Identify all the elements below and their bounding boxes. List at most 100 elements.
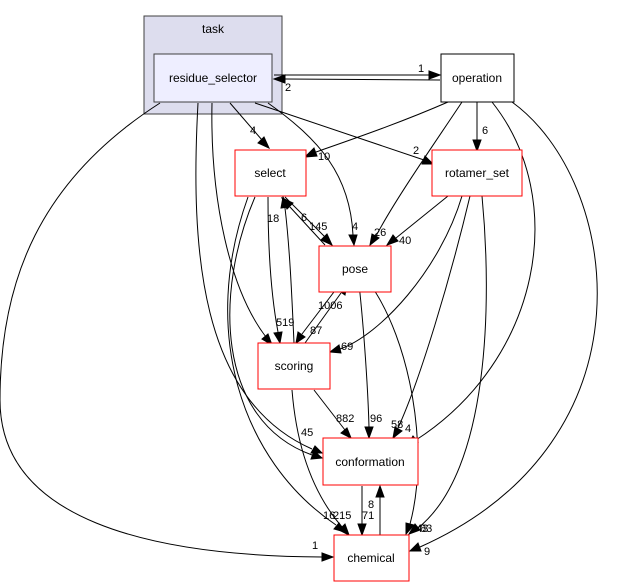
arrowhead-operation-chemical [408, 542, 422, 552]
node-pose-box [318, 245, 392, 293]
edge-label-scoring-select: 519 [276, 317, 294, 329]
edge-label-residue-selector-operation: 1 [418, 63, 424, 75]
edge-label-rotamer-set-conformation: 58 [391, 419, 403, 431]
arrowhead-residue-selector-select [257, 136, 271, 150]
node-scoring[interactable]: scoring [257, 342, 331, 390]
node-select-label: select [254, 166, 286, 180]
edge-label-operation-residue-selector: 2 [285, 82, 291, 94]
edge-rotamer-set-conformation[interactable] [397, 195, 471, 429]
edge-label-chemical-conformation: 8 [368, 499, 374, 511]
node-chemical-label: chemical [347, 551, 394, 565]
edge-label-pose-select: 6 [301, 212, 307, 224]
node-pose-label: pose [342, 262, 368, 276]
arrowhead-residue-selector-conformation [310, 445, 324, 454]
arrowhead-chemical-conformation [375, 484, 385, 498]
node-residue-selector[interactable]: residue_selector [153, 53, 273, 103]
arrowhead-pose-conformation [364, 426, 374, 440]
arrowhead-select-conformation [310, 450, 324, 460]
edge-label-operation-pose: 26 [374, 227, 386, 239]
edge-label-residue-selector-conformation: 45 [301, 427, 313, 439]
arrowhead-rotamer-set-conformation [392, 426, 403, 440]
node-residue-selector-box [153, 53, 273, 103]
arrowhead-conformation-chemical [357, 523, 367, 537]
edge-select-chemical[interactable] [227, 196, 337, 526]
node-rotamer-set[interactable]: rotamer_set [431, 149, 523, 197]
node-select[interactable]: select [234, 149, 307, 197]
arrowhead-operation-pose [369, 233, 380, 247]
edge-label-scoring-pose: 1006 [318, 300, 342, 312]
node-scoring-label: scoring [275, 359, 314, 373]
edge-label-residue-selector-select: 4 [250, 125, 256, 137]
arrowhead-rotamer-set-chemical [407, 523, 421, 535]
nodes: residue_selector operation select rotame… [153, 53, 523, 582]
edge-scoring-select[interactable] [284, 207, 295, 344]
edge-residue-selector-pose[interactable] [267, 102, 354, 236]
arrowhead-rotamer-set-scoring [328, 344, 342, 354]
edges: 2 1 4 10 2 6 145 6 4 [0, 63, 598, 562]
node-conformation[interactable]: conformation [322, 437, 419, 486]
arrowhead-pose-chemical [405, 522, 415, 536]
node-rotamer-set-box [431, 149, 523, 197]
edge-label-operation-chemical: 9 [424, 546, 430, 558]
edge-select-scoring[interactable] [267, 196, 279, 333]
edge-rotamer-set-chemical[interactable] [417, 195, 487, 529]
edge-label-rotamer-set-pose: 40 [399, 235, 411, 247]
edge-label-operation-rotamer-set: 6 [482, 125, 488, 137]
arrowhead-scoring-conformation [340, 427, 352, 440]
arrowhead-residue-selector-pose [348, 234, 358, 247]
edge-label-residue-selector-chemical: 1 [312, 540, 318, 552]
node-pose[interactable]: pose [318, 245, 392, 293]
edge-pose-select[interactable] [289, 206, 326, 246]
node-conformation-box [322, 437, 419, 486]
edge-label-rotamer-set-chemical: 83 [420, 523, 432, 535]
node-scoring-box [257, 342, 331, 390]
edge-scoring-conformation[interactable] [313, 389, 346, 431]
edge-operation-select[interactable] [315, 101, 449, 153]
edge-label-select-chemical: 16 [323, 510, 335, 522]
edge-residue-selector-chemical[interactable] [0, 102, 323, 558]
arrowhead-residue-selector-scoring [261, 333, 273, 347]
arrowhead-pose-scoring [295, 331, 306, 345]
edge-operation-chemical[interactable] [419, 101, 598, 548]
node-chemical[interactable]: chemical [333, 534, 410, 582]
edge-operation-conformation[interactable] [415, 101, 536, 441]
edge-operation-residue-selector[interactable] [284, 78, 441, 81]
cluster-task-label: task [202, 22, 225, 36]
edge-label-operation-select: 10 [318, 151, 330, 163]
edge-rotamer-set-scoring[interactable] [339, 195, 463, 350]
arrowhead-operation-rotamer-set [472, 139, 482, 153]
edge-label-select-pose: 145 [309, 221, 327, 233]
node-operation-box [440, 53, 515, 103]
arrowhead-select-scoring [273, 331, 283, 345]
edge-scoring-pose[interactable] [304, 292, 342, 344]
arrowhead-rotamer-set-pose [385, 234, 399, 246]
edge-residue-selector-select[interactable] [229, 102, 263, 141]
arrowhead-residue-selector-operation [428, 70, 442, 80]
edge-operation-pose[interactable] [375, 101, 463, 237]
arrowhead-residue-selector-chemical [321, 552, 335, 562]
edge-select-conformation[interactable] [229, 196, 313, 456]
arrowhead-operation-residue-selector [272, 74, 286, 84]
edge-pose-chemical[interactable] [369, 283, 419, 525]
edge-pose-conformation[interactable] [358, 283, 370, 428]
arrowhead-select-pose [320, 233, 334, 247]
node-conformation-label: conformation [335, 455, 404, 469]
edge-label-rotamer-set-scoring: 69 [341, 341, 353, 353]
edge-label-operation-conformation: 4 [405, 423, 411, 435]
node-chemical-box [333, 534, 410, 582]
edge-residue-selector-scoring[interactable] [211, 102, 267, 338]
node-residue-selector-label: residue_selector [169, 71, 257, 85]
arrowhead-scoring-chemical [338, 523, 350, 537]
edge-rotamer-set-pose[interactable] [395, 195, 449, 239]
arrowhead-operation-select [303, 147, 318, 158]
edge-label-pose-conformation: 96 [370, 413, 382, 425]
edge-label-residue-selector-rotamer-set: 2 [413, 145, 419, 157]
edge-residue-selector-conformation[interactable] [195, 102, 313, 450]
edge-label-residue-selector-pose: 4 [352, 221, 358, 233]
node-operation[interactable]: operation [440, 53, 515, 103]
edge-label-scoring-chemical: 215 [333, 510, 351, 522]
edge-label-pose-scoring: 87 [310, 325, 322, 337]
edge-label-conformation-chemical: 71 [362, 510, 374, 522]
edge-scoring-chemical[interactable] [291, 389, 343, 528]
